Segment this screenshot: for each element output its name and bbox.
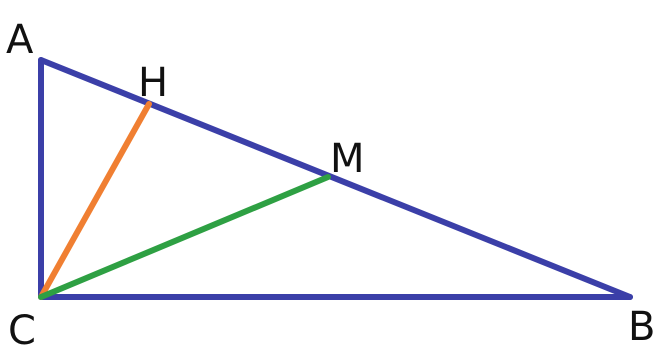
segment-cm-median [38,174,331,300]
vertex-label-h: H [138,60,168,106]
segment-ch-altitude [38,101,152,300]
vertex-label-m: M [330,136,365,182]
vertex-label-c: C [8,308,36,353]
vertex-label-a: A [6,17,34,63]
vertex-label-b: B [628,304,655,350]
segment-ab [38,57,633,300]
